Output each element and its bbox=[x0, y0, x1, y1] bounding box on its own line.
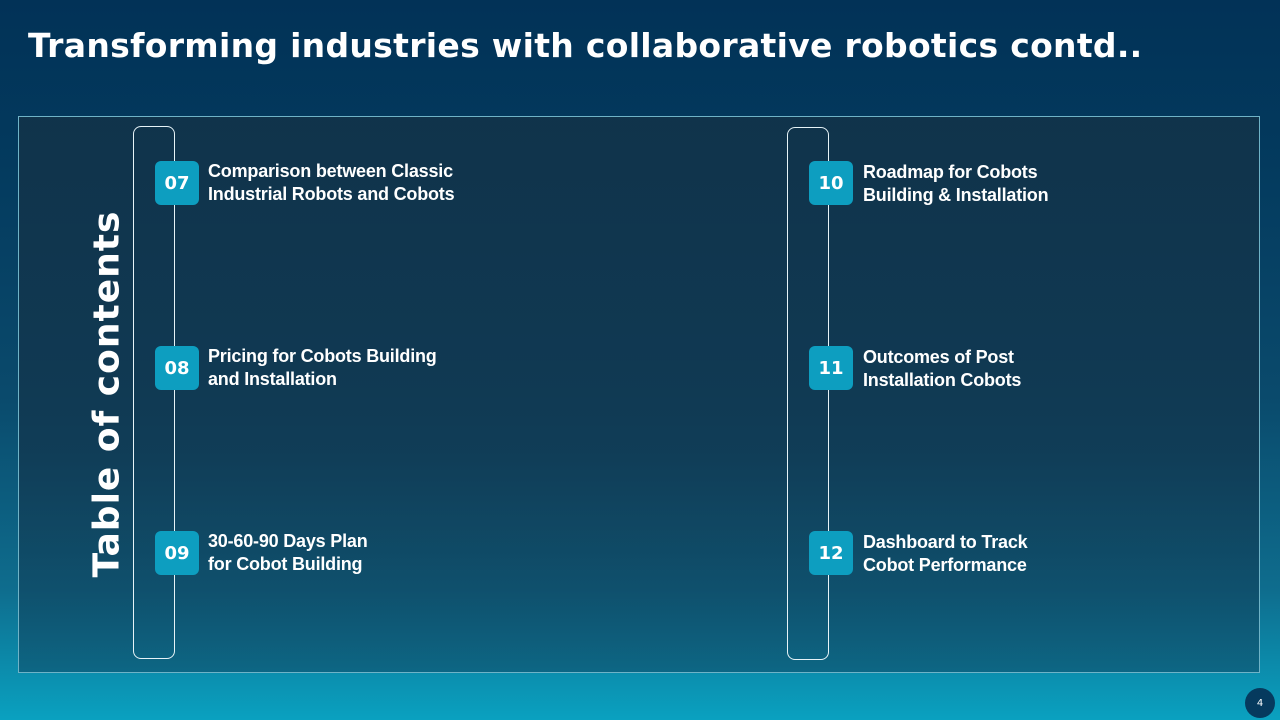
right-timeline-track bbox=[787, 127, 829, 660]
item-09-badge: 09 bbox=[155, 531, 199, 575]
item-07-text[interactable]: Comparison between Classic Industrial Ro… bbox=[208, 160, 508, 206]
page-number-badge: 4 bbox=[1245, 688, 1275, 718]
item-07-line-1: Comparison between Classic bbox=[208, 161, 453, 181]
item-12-line-1: Dashboard to Track bbox=[863, 532, 1028, 552]
item-10-line-1: Roadmap for Cobots bbox=[863, 162, 1038, 182]
item-09-line-2: for Cobot Building bbox=[208, 554, 363, 574]
table-of-contents-label: Table of contents bbox=[86, 210, 128, 578]
item-11-text[interactable]: Outcomes of Post Installation Cobots bbox=[863, 346, 1163, 392]
item-08-line-2: and Installation bbox=[208, 369, 337, 389]
item-11-line-1: Outcomes of Post bbox=[863, 347, 1014, 367]
left-timeline-track bbox=[133, 126, 175, 659]
item-10-badge: 10 bbox=[809, 161, 853, 205]
item-10-text[interactable]: Roadmap for Cobots Building & Installati… bbox=[863, 161, 1163, 207]
item-07-line-2: Industrial Robots and Cobots bbox=[208, 184, 455, 204]
item-11-badge: 11 bbox=[809, 346, 853, 390]
item-12-text[interactable]: Dashboard to Track Cobot Performance bbox=[863, 531, 1163, 577]
item-08-text[interactable]: Pricing for Cobots Building and Installa… bbox=[208, 345, 508, 391]
item-07-badge: 07 bbox=[155, 161, 199, 205]
item-10-line-2: Building & Installation bbox=[863, 185, 1049, 205]
item-08-badge: 08 bbox=[155, 346, 199, 390]
contents-panel bbox=[18, 116, 1260, 673]
slide-title: Transforming industries with collaborati… bbox=[28, 26, 1143, 65]
item-09-text[interactable]: 30-60-90 Days Plan for Cobot Building bbox=[208, 530, 508, 576]
item-09-line-1: 30-60-90 Days Plan bbox=[208, 531, 368, 551]
item-12-badge: 12 bbox=[809, 531, 853, 575]
item-12-line-2: Cobot Performance bbox=[863, 555, 1027, 575]
item-11-line-2: Installation Cobots bbox=[863, 370, 1022, 390]
item-08-line-1: Pricing for Cobots Building bbox=[208, 346, 437, 366]
